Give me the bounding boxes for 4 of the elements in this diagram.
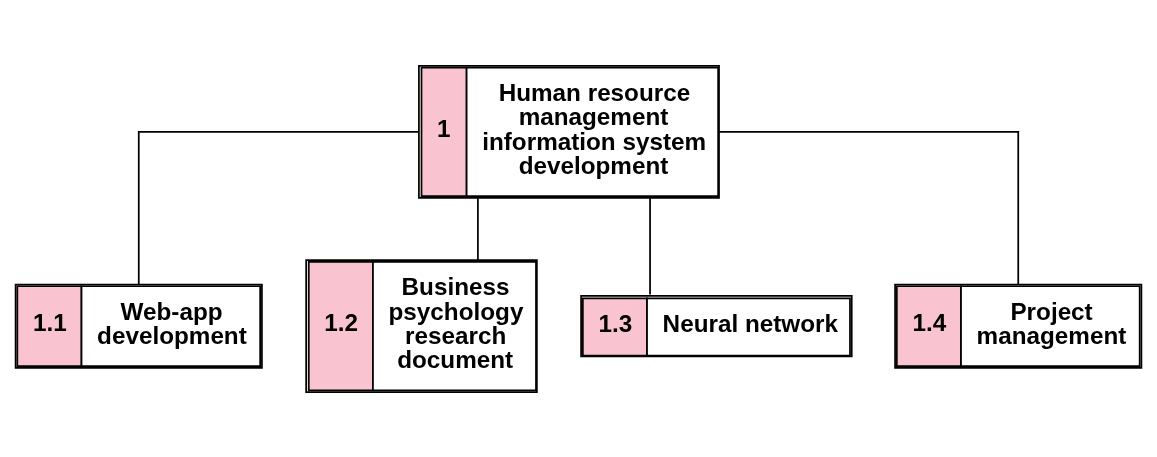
connector [137,130,420,285]
connector [649,196,651,295]
connector [718,130,1020,285]
connector [477,196,479,261]
